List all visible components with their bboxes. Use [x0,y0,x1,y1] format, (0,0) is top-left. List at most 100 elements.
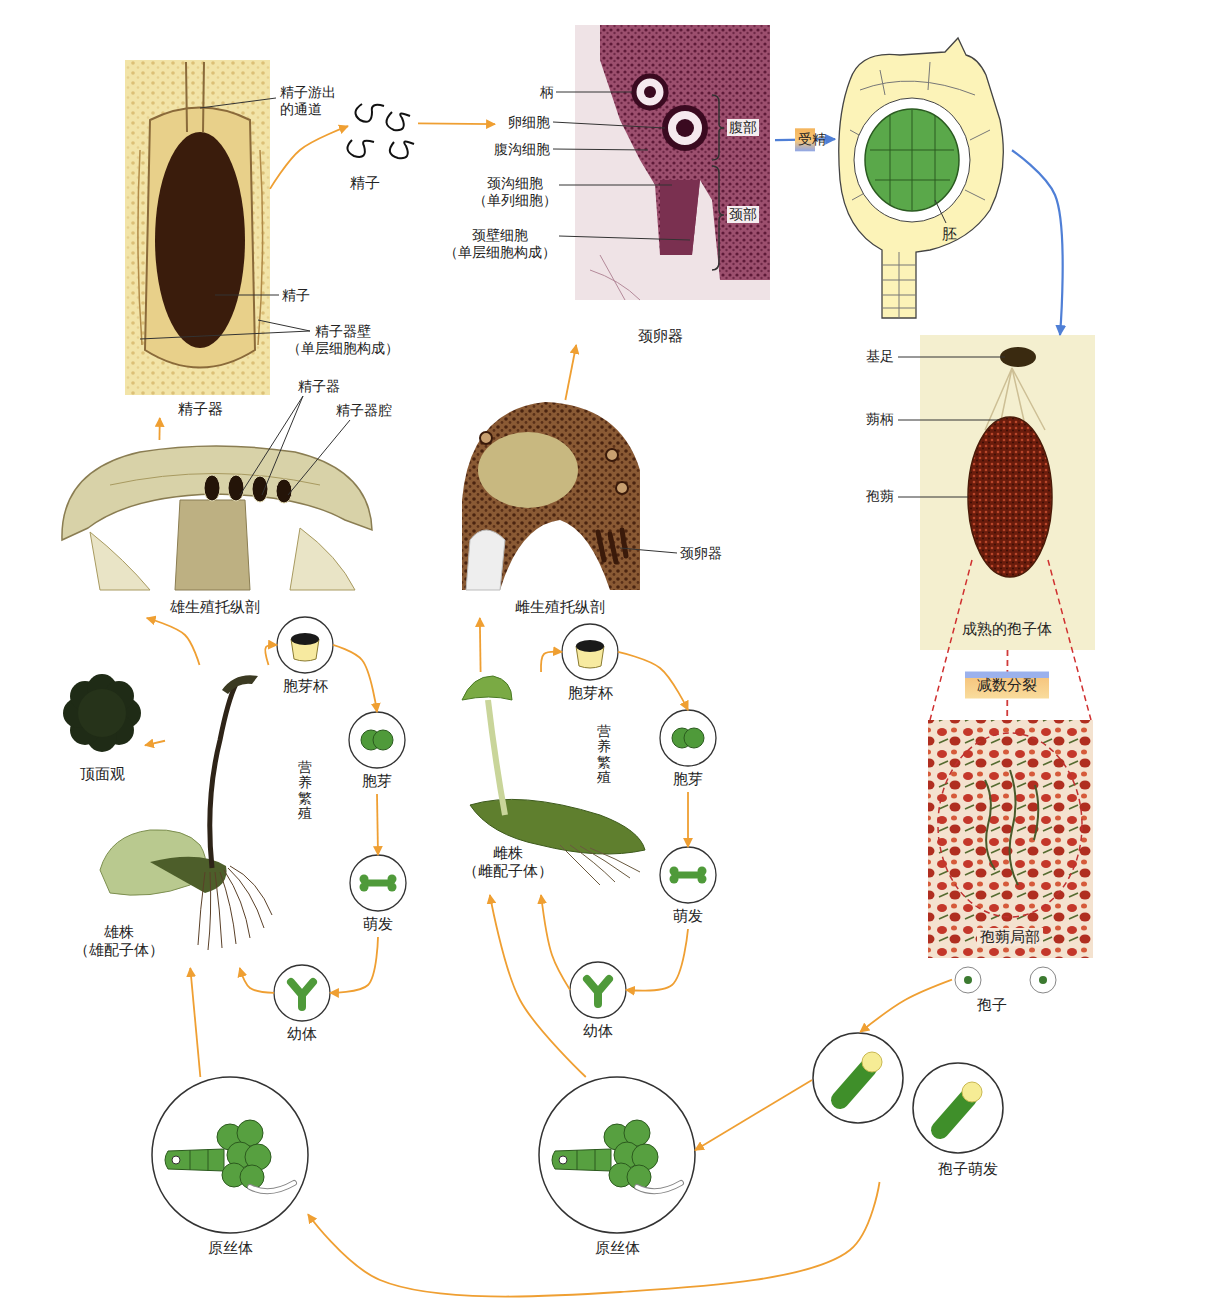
archegonium-photo [676,119,694,137]
sporophyte-photo [968,417,1052,577]
cycle-arrow [377,794,378,855]
stage-circle: 胞芽杯 [562,624,618,706]
archegonium-photo [644,86,656,98]
vertical-note: 营养繁殖 [597,724,611,786]
cycle-arrow [418,122,495,125]
sporophyte-photo [920,335,1095,650]
leader-line [240,396,303,495]
stage-circle: 萌发 [660,847,716,929]
antheridium-photo [155,132,245,348]
stage-circle: 胞芽杯 [277,617,333,699]
top-view-rosette [78,689,126,737]
node-caption: 精子 [350,174,380,192]
sperm-figure [390,141,414,158]
node-caption: 胞芽 [673,770,703,788]
part-label: 基足 [866,348,894,365]
part-label: 柄 [540,84,554,101]
cycle-arrow [490,895,586,1077]
cycle-arrow [687,792,689,847]
capsule-detail-photo [928,720,1093,958]
part-label: 精子器壁 （单层细胞构成） [287,323,399,357]
stage-circle: 孢子 [952,964,1060,1016]
male-receptacle-photo [276,479,292,503]
archegonium-photo [575,25,770,300]
node-caption: 原丝体 [595,1239,640,1257]
male-plant-photo [198,866,272,950]
figure-panel: 胚 [835,45,1012,322]
figure-panel: 精子 [348,98,418,192]
node-caption: 胞芽杯 [283,677,328,695]
sprout-icon [350,855,406,911]
leader-line [898,357,1005,358]
node-caption: 精子器 [178,400,223,418]
stage-circle: 幼体 [570,962,626,1044]
male-plant-photo [100,675,272,950]
node-caption: 雄株 （雄配子体） [74,923,164,959]
node-caption: 雌株 （雌配子体） [463,844,553,880]
male-plant-photo [222,675,258,694]
young-icon [570,962,626,1018]
node-caption: 胞芽 [362,772,392,790]
cycle-arrow [479,618,482,672]
cycle-arrow [330,937,378,993]
sperm-figure [355,104,384,122]
node-caption: 幼体 [287,1025,317,1043]
spore-figure [955,967,1056,993]
embryo-figure [882,252,916,318]
part-label: 蒴柄 [866,411,894,428]
embryo-figure [854,98,970,222]
spore-figure [955,967,981,993]
leader-line [215,295,279,296]
female-plant-photo [560,845,640,885]
figure-panel: 顶面观 [60,670,145,786]
leader-line [559,236,690,240]
antheridium-photo [186,62,204,132]
connector-group [145,123,1063,1296]
stage-circle: 原丝体 [539,1077,695,1260]
antheridium-photo [125,60,270,395]
female-receptacle-photo [480,432,492,444]
cycle-arrow [265,645,277,665]
node-caption: 原丝体 [208,1239,253,1257]
stage-circle: 胞芽 [660,710,716,792]
capsule-detail-photo [928,720,1093,958]
part-label: 精子 [282,287,310,304]
sprout-icon [660,847,716,903]
female-receptacle-photo [462,402,640,590]
part-label: 精子器 [298,378,340,395]
leader-line [288,420,350,495]
male-receptacle-photo [175,500,250,590]
male-receptacle-photo [204,475,220,501]
leader-line [898,420,1000,421]
cycle-arrow [695,1080,812,1150]
archegonium-photo [575,25,770,300]
antheridium-photo [125,60,270,395]
leader-line [935,200,946,223]
top-view-rosette [63,674,141,752]
leader-line [200,98,276,108]
gemma-icon [349,712,405,768]
antheridium-photo [138,150,263,345]
female-receptacle-photo [462,402,640,590]
archegonium-photo [660,180,700,255]
part-label: 颈沟细胞 （单列细胞） [473,175,557,209]
leader-line [140,92,1005,553]
leader-line [553,149,648,150]
stage-circle: 萌发 [350,855,406,937]
node-caption: 颈卵器 [638,327,683,345]
archegonium-photo [600,25,770,280]
spore-figure [1030,967,1056,993]
leader-line [620,548,677,553]
stage-circle: 原丝体 [152,1077,308,1260]
cycle-arrow [565,345,576,400]
leader-line [553,122,665,128]
cycle-arrow [159,418,161,440]
protonema-icon [152,1077,308,1233]
stage-circle: 胞芽 [349,712,405,794]
antheridium-photo [145,108,255,368]
male-receptacle-photo [290,528,355,590]
